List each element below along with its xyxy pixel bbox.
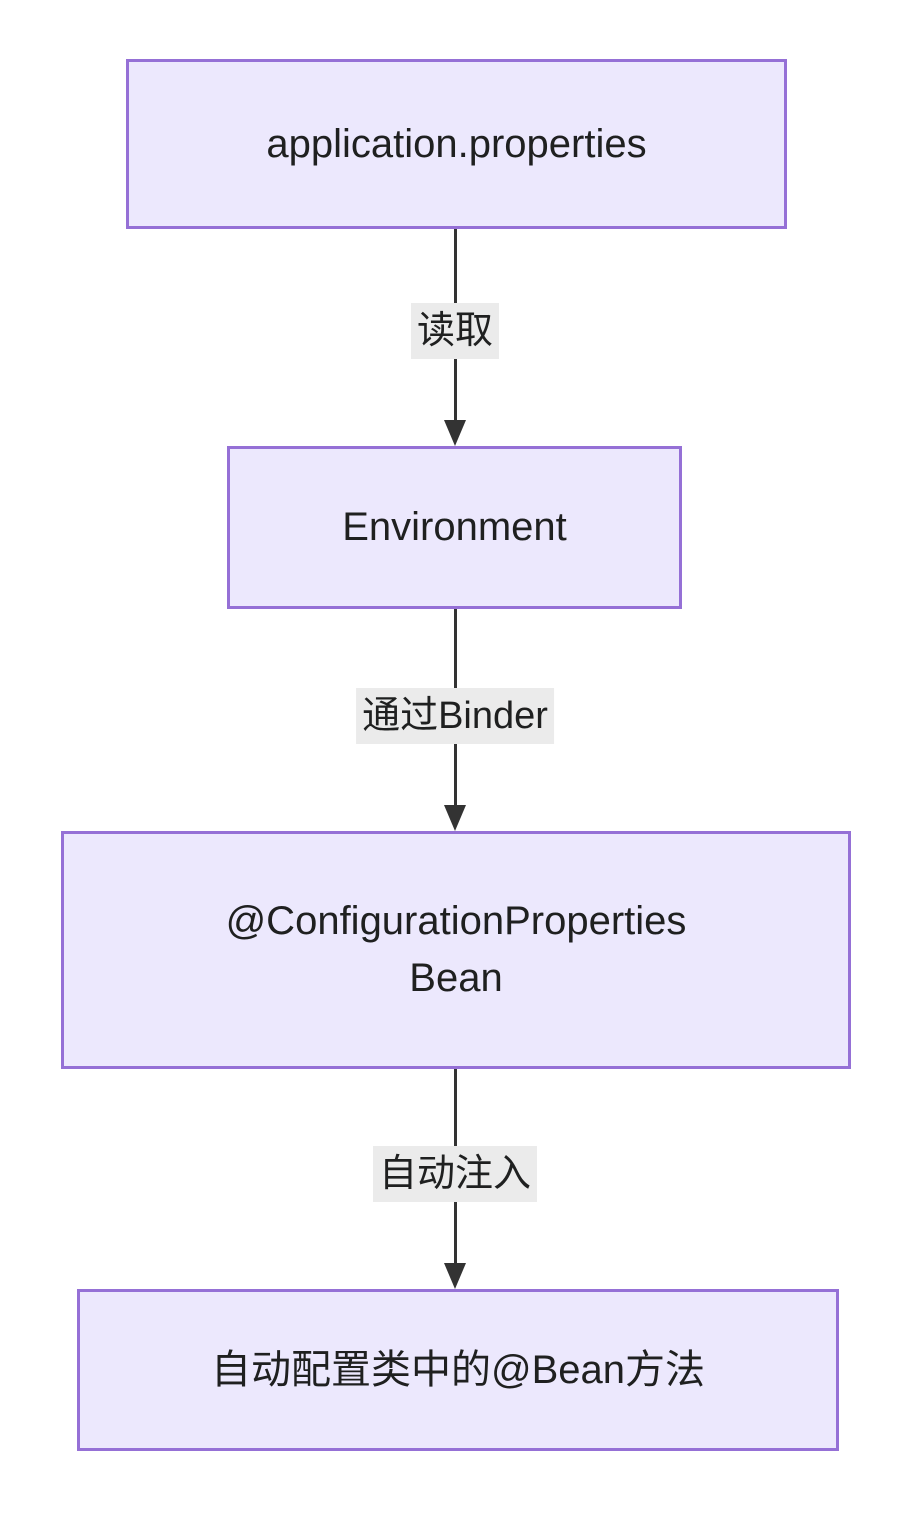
edge-label-read: 读取 (410, 303, 500, 359)
node-application-properties-label: application.properties (266, 121, 647, 166)
edge-label-via-binder: 通过Binder (356, 688, 554, 744)
node-auto-config-bean-method-label: 自动配置类中的@Bean方法 (210, 1347, 706, 1392)
edge-label-auto-inject: 自动注入 (372, 1146, 538, 1202)
arrow-head-auto-inject-icon (444, 1263, 466, 1289)
node-environment[interactable]: Environment (227, 446, 682, 609)
node-application-properties[interactable]: application.properties (126, 59, 787, 229)
arrow-head-read-icon (444, 420, 466, 446)
node-environment-label: Environment (342, 505, 567, 550)
node-configuration-properties-bean-label: @ConfigurationProperties Bean (225, 899, 687, 1000)
node-configuration-properties-bean[interactable]: @ConfigurationProperties Bean (61, 831, 851, 1069)
node-auto-config-bean-method[interactable]: 自动配置类中的@Bean方法 (77, 1289, 839, 1451)
arrow-head-via-binder-icon (444, 805, 466, 831)
